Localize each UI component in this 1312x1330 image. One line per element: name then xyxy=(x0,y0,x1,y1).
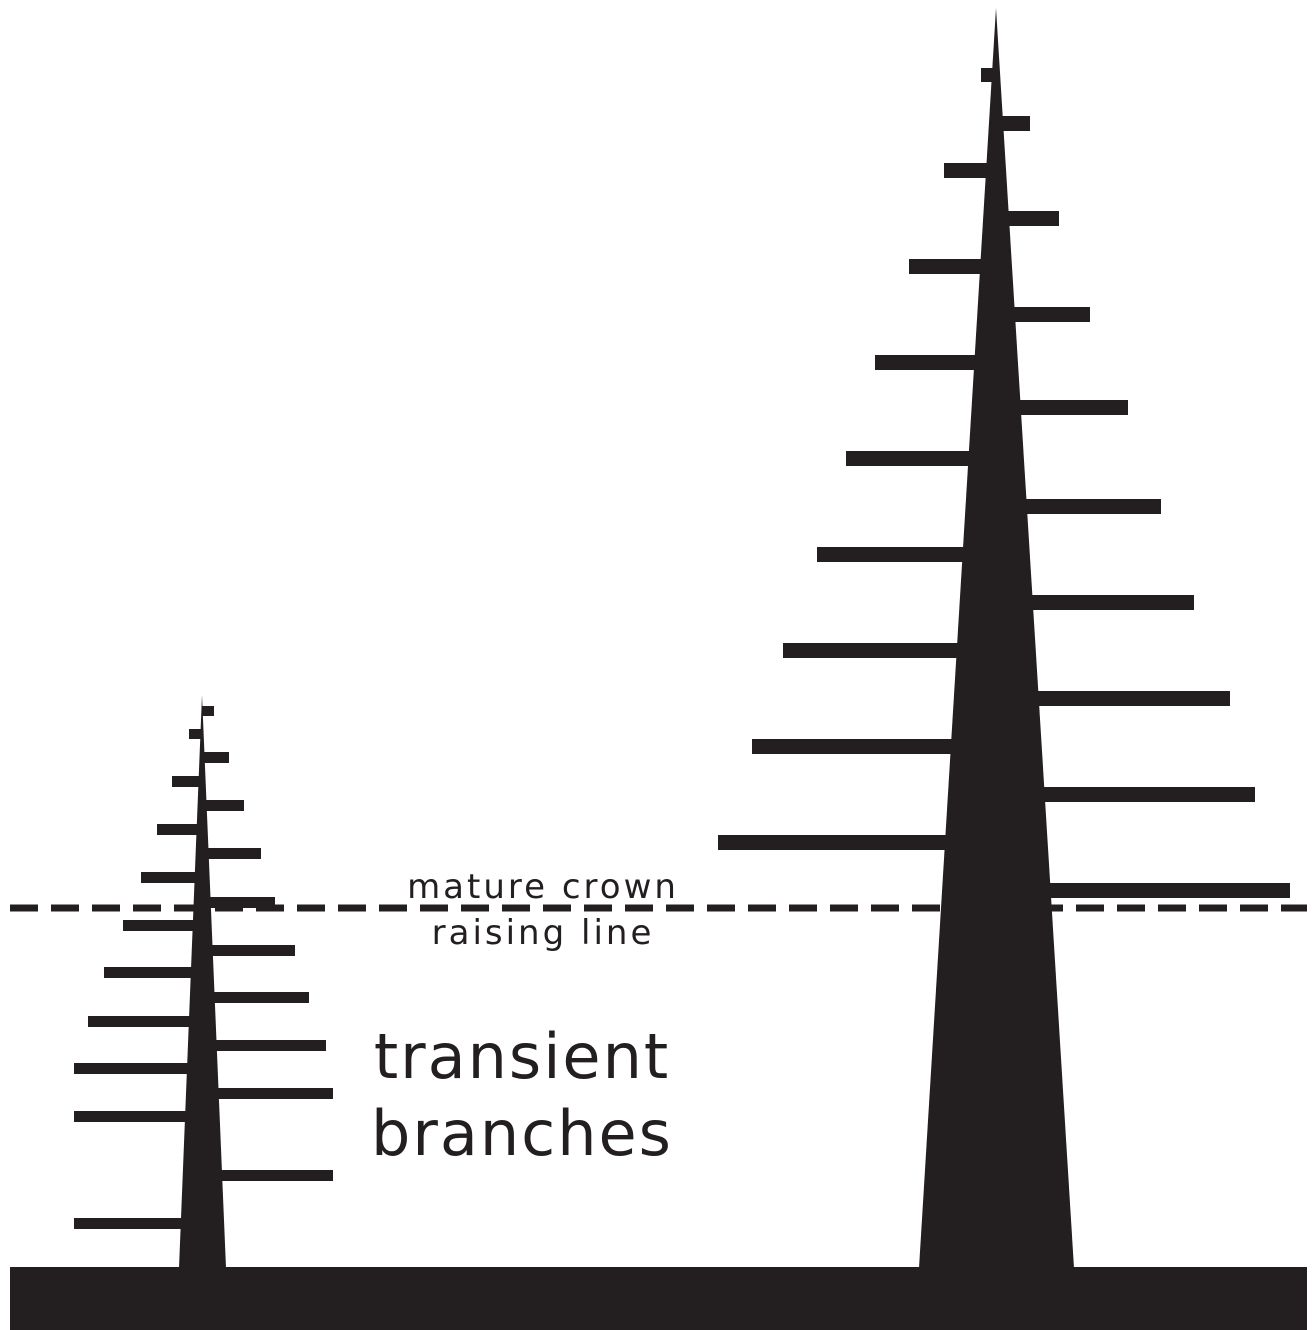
branch xyxy=(944,163,994,178)
branch xyxy=(213,1040,326,1051)
branch xyxy=(217,1170,333,1181)
branch xyxy=(209,945,295,956)
branch xyxy=(998,883,1290,898)
branch xyxy=(202,752,229,763)
branch xyxy=(172,776,200,787)
branch xyxy=(207,897,275,908)
crown-label-bg-2 xyxy=(415,916,670,950)
branch xyxy=(846,451,994,466)
branch xyxy=(875,355,994,370)
mature-tree xyxy=(718,8,1290,1268)
branch xyxy=(211,992,309,1003)
branch xyxy=(718,835,994,850)
mature-tree-branches xyxy=(718,68,1290,898)
branch xyxy=(998,595,1194,610)
branch xyxy=(214,1088,333,1099)
branch xyxy=(74,1218,186,1229)
crown-line-label-1: mature crown xyxy=(407,867,679,907)
young-tree xyxy=(74,695,333,1268)
branch xyxy=(202,706,214,716)
branch xyxy=(996,116,1030,131)
branch xyxy=(997,211,1059,226)
branch xyxy=(783,643,994,658)
branch xyxy=(998,691,1230,706)
crown-line-label-2: raising line xyxy=(432,913,655,953)
branch xyxy=(998,499,1161,514)
branch xyxy=(157,824,199,835)
young-tree-trunk xyxy=(179,695,226,1268)
branch xyxy=(141,872,198,883)
young-tree-branches xyxy=(74,706,333,1229)
ground xyxy=(10,1267,1307,1330)
transient-label-2: branches xyxy=(371,1097,673,1170)
branch xyxy=(88,1016,194,1027)
branch xyxy=(981,68,995,82)
branch xyxy=(104,967,195,978)
branch xyxy=(909,259,994,274)
branch xyxy=(74,1063,192,1074)
branch xyxy=(205,848,261,859)
crown-label-bg xyxy=(390,868,695,898)
branch xyxy=(817,547,994,562)
branch xyxy=(203,800,244,811)
transient-label-1: transient xyxy=(374,1020,670,1093)
branch xyxy=(189,729,202,739)
branch xyxy=(752,739,994,754)
branch xyxy=(998,400,1128,415)
branch xyxy=(998,307,1090,322)
branch xyxy=(123,920,196,931)
mature-tree-trunk xyxy=(919,8,1074,1268)
branch xyxy=(998,787,1255,802)
branch xyxy=(74,1111,191,1122)
